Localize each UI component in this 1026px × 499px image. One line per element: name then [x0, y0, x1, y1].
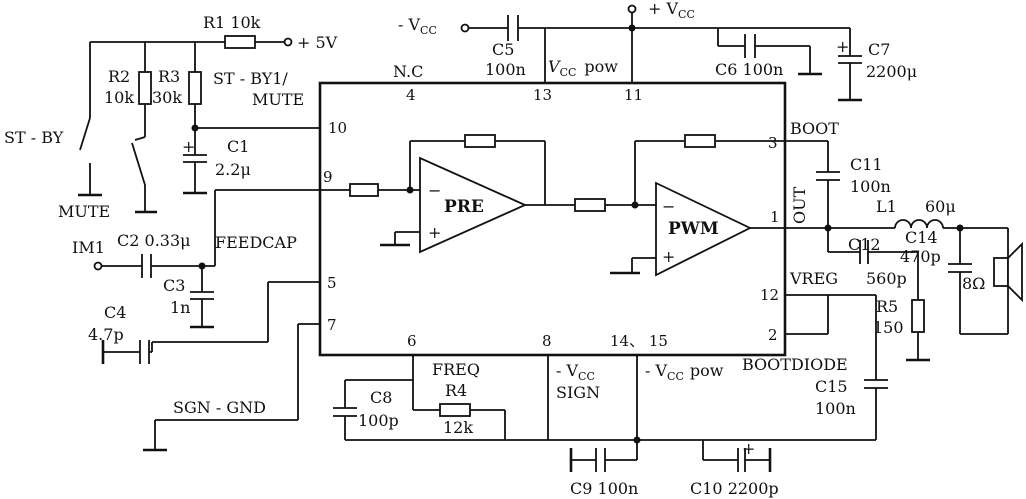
pre-amp-label: PRE	[444, 197, 484, 217]
c1-value: 2.2μ	[215, 160, 251, 179]
c2-label: C2 0.33μ	[117, 231, 191, 250]
pwm-amp-minus: −	[662, 197, 675, 216]
c3-name: C3	[163, 276, 185, 295]
mute-switch-label: MUTE	[58, 202, 110, 221]
r4-value: 12k	[443, 418, 473, 437]
c5-value: 100n	[485, 60, 526, 79]
speaker-value: 8Ω	[962, 274, 985, 293]
pin-10: 10	[328, 119, 347, 137]
out-label: OUT	[790, 186, 809, 224]
input-network	[93, 189, 320, 452]
pwm-amp-plus: +	[662, 247, 675, 266]
c4-name: C4	[104, 303, 126, 322]
pre-amp-block	[320, 134, 656, 254]
vreg-label: VREG	[789, 269, 838, 288]
output-network	[785, 140, 1023, 440]
pin-13: 13	[533, 86, 552, 104]
sign-neg-vcc-label: - VCC	[556, 361, 595, 383]
mute-pin-label: MUTE	[252, 90, 304, 109]
bootdiode-label: BOOTDIODE	[742, 355, 848, 374]
standby-network	[78, 35, 320, 214]
r3-name: R3	[158, 67, 180, 86]
pin-6: 6	[407, 332, 417, 350]
pin-9: 9	[323, 168, 333, 186]
sign-label: SIGN	[556, 383, 600, 402]
c9-label: C9 100n	[570, 479, 638, 498]
pin-12: 12	[760, 286, 779, 304]
pin-3: 3	[768, 134, 778, 152]
c8-value: 100p	[358, 411, 399, 430]
c1-plus: +	[182, 137, 195, 156]
c14-name: C14	[905, 228, 938, 247]
feedcap-label: FEEDCAP	[215, 233, 297, 252]
c12-name: C12	[848, 235, 881, 254]
c8-name: C8	[370, 388, 392, 407]
c15-name: C15	[815, 377, 848, 396]
c7-value: 2200μ	[866, 62, 917, 81]
freq-label: FREQ	[432, 360, 480, 379]
c12-value: 560p	[866, 269, 907, 288]
st-by1-label: ST - BY1/	[213, 69, 288, 88]
r4-name: R4	[445, 381, 467, 400]
r2-value: 10k	[104, 88, 134, 107]
r1-label: R1 10k	[203, 13, 261, 32]
pin-1: 1	[770, 208, 780, 226]
pin-7: 7	[327, 316, 337, 334]
neg-vcc-label: - VCC	[398, 15, 437, 37]
pwm-amp-block	[610, 134, 785, 277]
c4-value: 4.7p	[88, 325, 124, 344]
r5-name: R5	[876, 297, 898, 316]
nc-label: N.C	[393, 62, 423, 81]
pin-11: 11	[624, 86, 643, 104]
c6-label: C6 100n	[715, 60, 783, 79]
pre-amp-plus: +	[428, 223, 441, 242]
pin-5: 5	[327, 274, 337, 292]
im1-label: IM1	[72, 238, 105, 257]
c11-name: C11	[850, 155, 883, 174]
c1-name: C1	[227, 137, 249, 156]
boot-label: BOOT	[790, 119, 839, 138]
c11-value: 100n	[850, 177, 891, 196]
c10-plus: +	[742, 439, 755, 458]
bottom-wiring	[333, 355, 876, 472]
c14-value: 470p	[900, 247, 941, 266]
c5-name: C5	[492, 40, 514, 59]
r3-value: 30k	[152, 88, 182, 107]
c15-value: 100n	[815, 399, 856, 418]
c3-value: 1n	[170, 298, 190, 317]
pin-14-15: 14、 15	[610, 332, 668, 350]
pos-vcc-label: + VCC	[648, 0, 695, 21]
st-by-label: ST - BY	[4, 128, 64, 147]
sgn-gnd-label: SGN - GND	[173, 398, 266, 417]
plus-5v-label: + 5V	[297, 33, 338, 52]
ic-body	[318, 81, 787, 357]
pin-2: 2	[768, 326, 778, 344]
pin-8: 8	[542, 332, 552, 350]
pin-4: 4	[406, 86, 416, 104]
c7-plus: +	[836, 37, 849, 56]
top-wiring	[460, 4, 862, 102]
r2-name: R2	[108, 67, 130, 86]
l1-name: L1	[876, 197, 897, 216]
pwm-amp-label: PWM	[668, 219, 719, 239]
l1-value: 60μ	[925, 197, 956, 216]
r5-value: 150	[873, 318, 904, 337]
pre-amp-minus: −	[428, 181, 441, 200]
c10-label: C10 2200p	[690, 479, 779, 498]
c7-name: C7	[868, 40, 890, 59]
